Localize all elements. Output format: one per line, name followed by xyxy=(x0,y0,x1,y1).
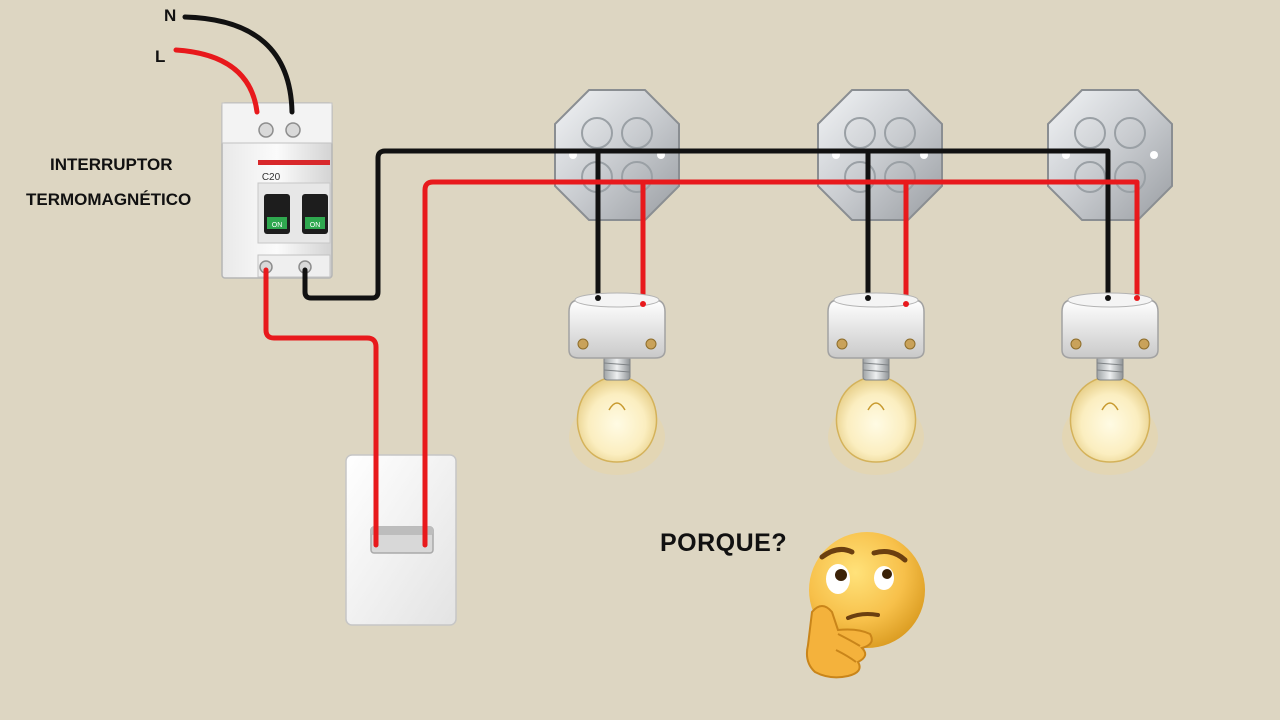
breaker-label-line2: TERMOMAGNÉTICO xyxy=(26,190,192,209)
light-bulb-icon xyxy=(828,355,924,475)
breaker-on-right: ON xyxy=(310,222,321,229)
thinking-face-emoji xyxy=(805,532,925,679)
lamp-holder-icon xyxy=(827,292,925,359)
junction-box-icon xyxy=(554,89,680,221)
breaker-rating: C20 xyxy=(262,172,281,183)
light-switch-icon xyxy=(345,454,457,626)
phase-wires xyxy=(173,47,1140,548)
breaker-label-line1: INTERRUPTOR xyxy=(50,155,173,174)
question-label: PORQUE? xyxy=(660,529,788,557)
light-bulb-icon xyxy=(569,355,665,475)
lamp-holder-icon xyxy=(568,292,666,359)
line-label: L xyxy=(155,47,166,66)
light-bulb-icon xyxy=(1062,355,1158,475)
lamp-holder-icon xyxy=(1061,292,1159,359)
breaker-icon: ON ON C20 xyxy=(221,102,333,279)
junction-box-icon xyxy=(817,89,943,221)
breaker-on-left: ON xyxy=(272,222,283,229)
neutral-label: N xyxy=(164,6,177,25)
neutral-wires xyxy=(182,14,1111,301)
